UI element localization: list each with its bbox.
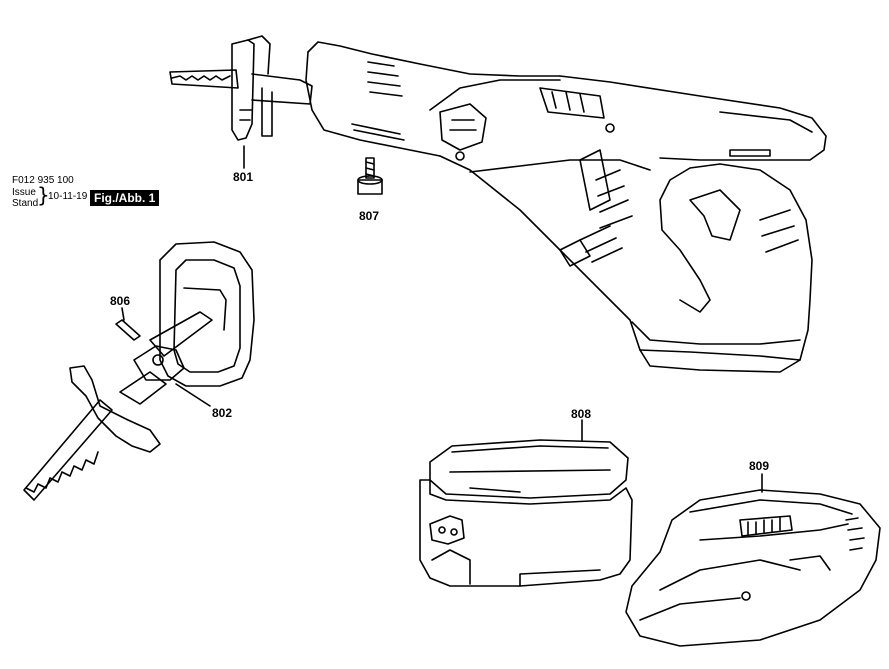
screw-807 <box>357 157 383 195</box>
clamp-detail-802 <box>23 241 255 501</box>
charger-809 <box>625 473 881 647</box>
brace-symbol: } <box>37 183 50 207</box>
blade-clamp-801 <box>169 35 313 169</box>
pin-806 <box>115 307 141 341</box>
callout-801: 801 <box>233 170 254 184</box>
figure-label: Fig./Abb. 1 <box>90 190 160 206</box>
battery-808 <box>419 419 633 587</box>
callout-806: 806 <box>110 294 131 308</box>
stand-label: Stand <box>12 198 39 209</box>
issue-date: 10-11-19 <box>48 191 88 202</box>
callout-809: 809 <box>749 459 770 473</box>
part-number: F012 935 100 <box>12 175 74 186</box>
callout-802: 802 <box>212 406 233 420</box>
callout-807: 807 <box>359 209 380 223</box>
reciprocating-saw-body <box>305 41 827 373</box>
issue-label: Issue <box>12 187 36 198</box>
callout-808: 808 <box>571 407 592 421</box>
